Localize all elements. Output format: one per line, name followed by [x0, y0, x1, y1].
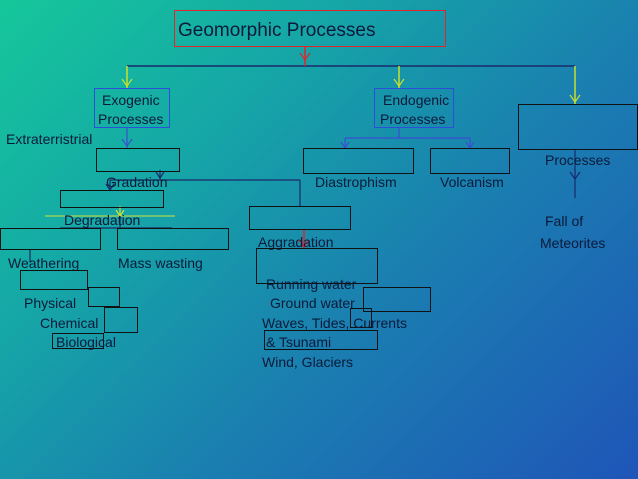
exogenic-label-line1: Exogenic [102, 92, 160, 108]
physical-box [20, 270, 88, 290]
waves-tides-currents-label: Waves, Tides, Currents [262, 315, 407, 331]
aggradation-label: Aggradation [258, 234, 334, 250]
gradation-label: Gradation [106, 174, 168, 190]
endogenic-label-line1: Endogenic [383, 92, 450, 108]
fall-of-meteorites-line1: Fall of [545, 213, 584, 229]
chemical-label: Chemical [40, 315, 99, 331]
biological-box [52, 333, 104, 349]
page-title: Geomorphic Processes [178, 20, 376, 41]
mass-wasting-label: Mass wasting [118, 255, 203, 271]
endogenic-label-line2: Processes [380, 111, 446, 127]
weathering-box [0, 228, 101, 250]
diastrophism-box [303, 148, 414, 174]
volcanism-label: Volcanism [440, 174, 504, 190]
extraterrestrial-label: Extraterristrial [6, 131, 93, 147]
running-water-label: Running water [266, 276, 357, 292]
running-water-box [256, 248, 378, 284]
biological-label: Biological [56, 334, 116, 350]
fall-of-meteorites-line2: Meteorites [540, 235, 606, 251]
chemical-box-2 [104, 307, 138, 333]
tsunami-label: & Tsunami [266, 334, 332, 350]
title-box [174, 10, 446, 47]
extraterrestrial-box [518, 104, 638, 150]
endogenic-box [374, 88, 454, 128]
waves-box [350, 308, 372, 328]
gradation-box [96, 148, 180, 172]
physical-label: Physical [24, 295, 77, 311]
volcanism-box [430, 148, 510, 174]
exogenic-label-line2: Processes [98, 111, 164, 127]
tsunami-box [264, 330, 378, 350]
degradation-label: Degradation [64, 212, 141, 228]
processes-label: Processes [545, 152, 611, 168]
diastrophism-label: Diastrophism [315, 174, 397, 190]
weathering-label: Weathering [8, 255, 80, 271]
mass-wasting-box [117, 228, 229, 250]
ground-water-box [363, 287, 431, 312]
wind-glaciers-label: Wind, Glaciers [262, 354, 354, 370]
degradation-box [60, 190, 164, 208]
ground-water-label: Ground water [270, 295, 355, 311]
chemical-box [88, 287, 120, 307]
exogenic-box [94, 88, 170, 128]
aggradation-box [249, 206, 351, 230]
